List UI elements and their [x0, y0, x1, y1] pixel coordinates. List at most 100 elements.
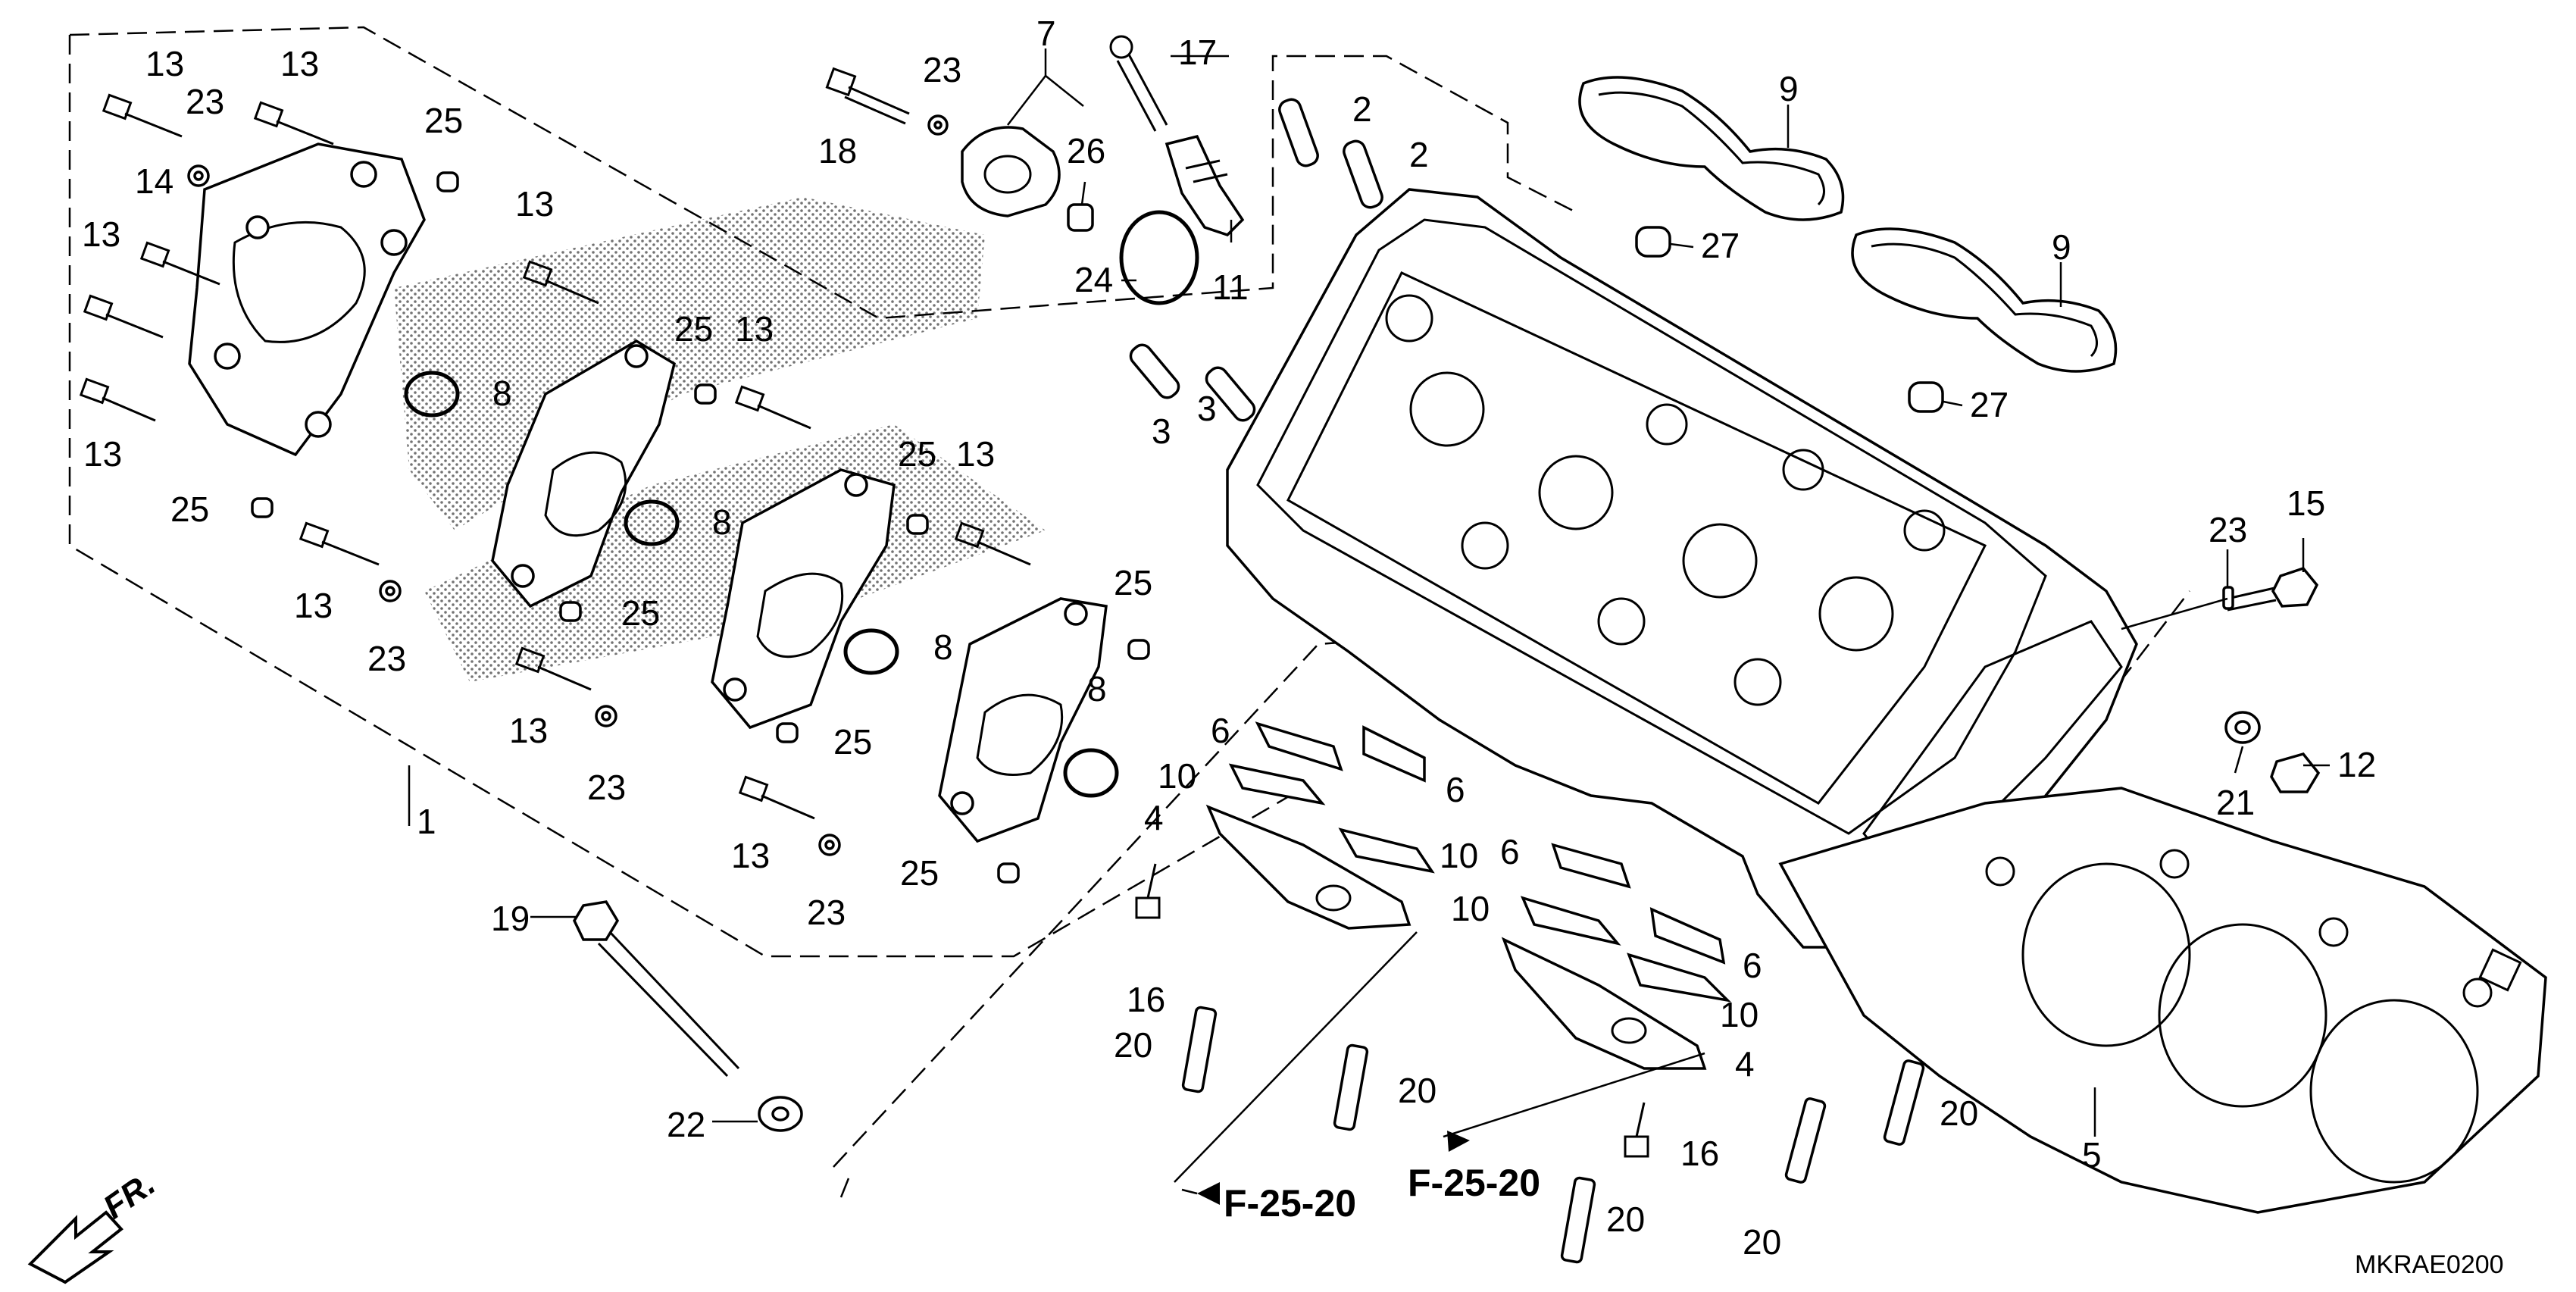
callout-25: 25 — [898, 434, 936, 474]
callout-8: 8 — [1087, 669, 1107, 709]
holder-body-3 — [711, 468, 896, 730]
top-parts — [825, 35, 1245, 305]
diagram-code: MKRAE0200 — [2355, 1250, 2504, 1279]
callout-2: 2 — [1352, 89, 1372, 129]
washers-dowels — [187, 114, 1150, 884]
callout-10: 10 — [1440, 836, 1478, 875]
callout-25: 25 — [1114, 563, 1152, 602]
callout-10: 10 — [1451, 889, 1490, 928]
callout-6: 6 — [1743, 946, 1762, 985]
camshaft-holder-2 — [491, 339, 677, 608]
callout-25: 25 — [674, 309, 713, 349]
callout-25: 25 — [424, 101, 463, 140]
callout-22: 22 — [667, 1105, 705, 1144]
callout-23: 23 — [807, 893, 846, 932]
callout-4: 4 — [1735, 1044, 1755, 1084]
callout-23: 23 — [367, 639, 406, 678]
callout-14: 14 — [135, 161, 174, 201]
callout-12: 12 — [2337, 745, 2376, 784]
callout-26: 26 — [1067, 131, 1105, 170]
callout-10: 10 — [1158, 756, 1196, 796]
camshaft-holder-3 — [711, 468, 896, 730]
callout-23: 23 — [186, 82, 224, 121]
callout-27: 27 — [1970, 385, 2009, 424]
callout-4: 4 — [1144, 798, 1164, 837]
holder-body-2 — [491, 339, 677, 608]
callout-23: 23 — [2209, 510, 2247, 549]
camshaft-holder-1 — [188, 142, 426, 457]
insulator-lower — [1851, 227, 2118, 373]
insulator-upper — [1578, 76, 1845, 221]
callout-6: 6 — [1500, 832, 1520, 871]
callout-13: 13 — [280, 44, 319, 83]
callout-13: 13 — [145, 44, 184, 83]
holder-body-4 — [938, 597, 1108, 843]
reference-f-25-20[interactable]: F-25-20 — [1224, 1182, 1356, 1225]
callout-13: 13 — [731, 836, 770, 875]
head-gasket — [1778, 787, 2547, 1214]
shading — [394, 197, 1046, 682]
callout-3: 3 — [1152, 411, 1171, 451]
callout-8: 8 — [933, 627, 953, 667]
callout-6: 6 — [1211, 711, 1230, 750]
dowel-26 — [1067, 203, 1094, 232]
callout-15: 15 — [2287, 483, 2325, 523]
gasket-body — [1778, 787, 2547, 1214]
cam-sprocket — [961, 126, 1061, 217]
callout-20: 20 — [1398, 1071, 1436, 1110]
front-arrow: FR. — [27, 1165, 162, 1284]
intake-insulators — [1578, 76, 2118, 413]
callout-25: 25 — [833, 722, 872, 762]
callout-2: 2 — [1409, 135, 1429, 174]
callout-18: 18 — [818, 131, 857, 170]
callout-10: 10 — [1720, 995, 1758, 1034]
callout-8: 8 — [492, 374, 512, 413]
head-bolt — [573, 900, 803, 1132]
callout-24: 24 — [1074, 260, 1113, 299]
callout-20: 20 — [1114, 1025, 1152, 1065]
callout-23: 23 — [587, 768, 626, 807]
reference-labels: F-25-20 F-25-20 — [1197, 1131, 1540, 1225]
callout-11: 11 — [1212, 267, 1249, 307]
callout-19: 19 — [491, 899, 530, 938]
callout-13: 13 — [515, 184, 554, 224]
callout-25: 25 — [170, 490, 209, 529]
callout-16: 16 — [1127, 980, 1165, 1019]
callout-25: 25 — [900, 853, 939, 893]
callout-13: 13 — [956, 434, 995, 474]
callout-8: 8 — [712, 502, 732, 542]
callout-6: 6 — [1446, 770, 1465, 809]
pins — [1129, 98, 1383, 422]
holder-bolts — [79, 93, 1031, 820]
callout-13: 13 — [509, 711, 548, 750]
studs — [1135, 863, 1925, 1264]
callout-labels: 13 23 13 25 14 13 13 25 8 13 25 13 8 13 … — [82, 14, 2376, 1262]
callout-17: 17 — [1178, 33, 1217, 72]
callout-20: 20 — [1606, 1200, 1645, 1239]
callout-9: 9 — [1779, 69, 1799, 108]
front-arrow-icon — [27, 1210, 123, 1284]
callout-13: 13 — [83, 434, 122, 474]
callout-5: 5 — [2082, 1135, 2102, 1175]
callout-3: 3 — [1197, 389, 1217, 428]
callout-13: 13 — [735, 309, 774, 349]
callout-1: 1 — [417, 802, 436, 841]
camshaft-holder-4 — [938, 597, 1108, 843]
spark-plug — [1165, 134, 1245, 237]
o-ring-24 — [1119, 210, 1199, 305]
callout-13: 13 — [294, 586, 333, 625]
reference-f-25-20[interactable]: F-25-20 — [1408, 1162, 1540, 1204]
spark-plug-outline — [1271, 55, 1577, 214]
callout-23: 23 — [923, 50, 961, 89]
rocker-parts — [1205, 721, 1732, 1070]
callout-27: 27 — [1701, 226, 1740, 265]
leader-lines — [408, 48, 2330, 1198]
callout-9: 9 — [2052, 227, 2071, 267]
callout-25: 25 — [621, 593, 660, 633]
callout-21: 21 — [2216, 783, 2255, 822]
callout-13: 13 — [82, 214, 120, 254]
holder-body-1 — [188, 142, 426, 457]
side-fasteners — [2222, 566, 2321, 793]
